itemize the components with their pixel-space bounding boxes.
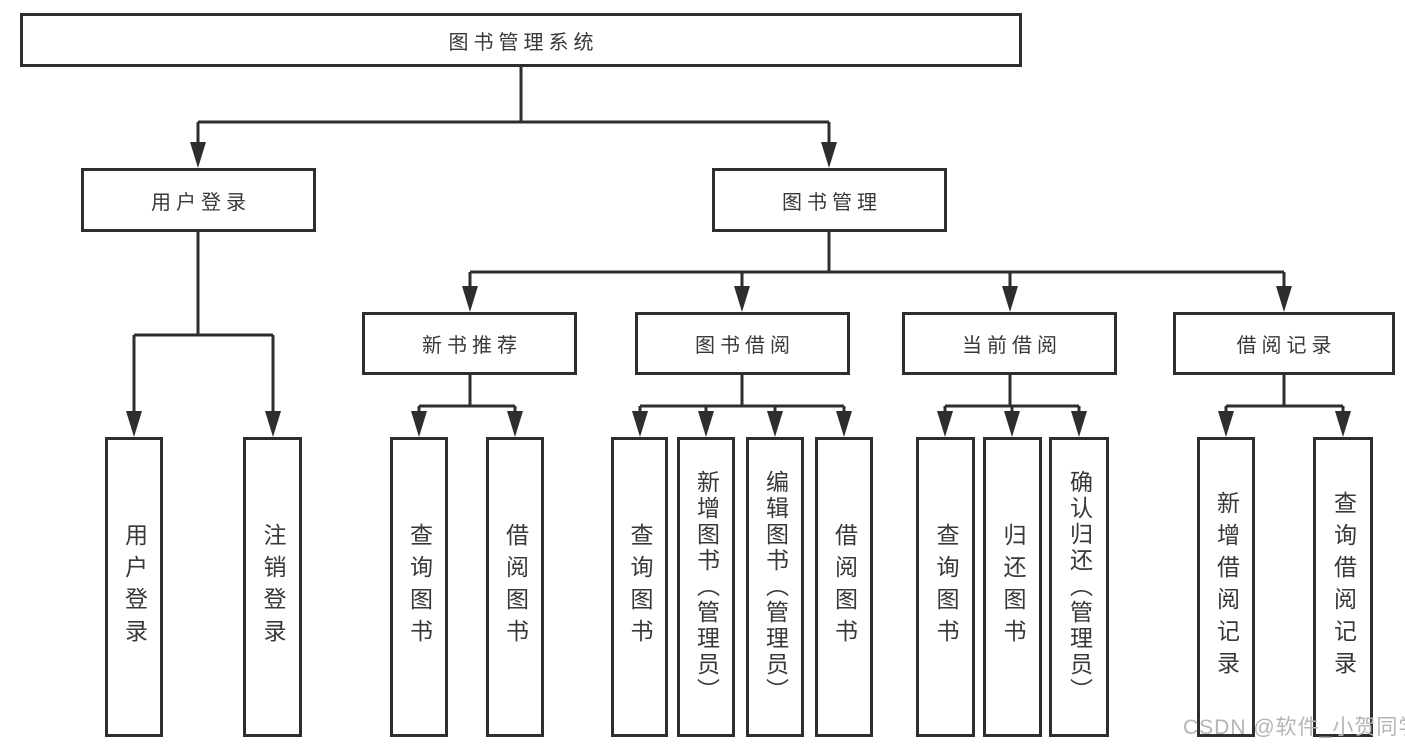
leaf-confirm-return-admin: 确认归还（管理员）	[1049, 437, 1109, 737]
leaf-edit-books-admin: 编辑图书（管理员）	[746, 437, 804, 737]
node-current-borrow: 当前借阅	[902, 312, 1117, 375]
node-book-management: 图书管理	[712, 168, 947, 232]
node-book-borrow: 图书借阅	[635, 312, 850, 375]
leaf-add-books-admin: 新增图书（管理员）	[677, 437, 735, 737]
node-new-book-recommend: 新书推荐	[362, 312, 577, 375]
node-user-login: 用户登录	[81, 168, 316, 232]
leaf-add-borrow-record: 新增借阅记录	[1197, 437, 1255, 737]
watermark-text: CSDN @软件_小贺同学	[1183, 716, 1405, 739]
leaf-user-login: 用户登录	[105, 437, 163, 737]
leaf-borrow-query-books: 查询图书	[611, 437, 668, 737]
node-root-system: 图书管理系统	[20, 13, 1022, 67]
leaf-logout: 注销登录	[243, 437, 302, 737]
leaf-current-query-books: 查询图书	[916, 437, 975, 737]
leaf-borrow-books: 借阅图书	[815, 437, 873, 737]
leaf-query-borrow-record: 查询借阅记录	[1313, 437, 1373, 737]
leaf-recommend-borrow-books: 借阅图书	[486, 437, 544, 737]
leaf-recommend-query-books: 查询图书	[390, 437, 448, 737]
leaf-return-books: 归还图书	[983, 437, 1042, 737]
node-borrow-records: 借阅记录	[1173, 312, 1395, 375]
